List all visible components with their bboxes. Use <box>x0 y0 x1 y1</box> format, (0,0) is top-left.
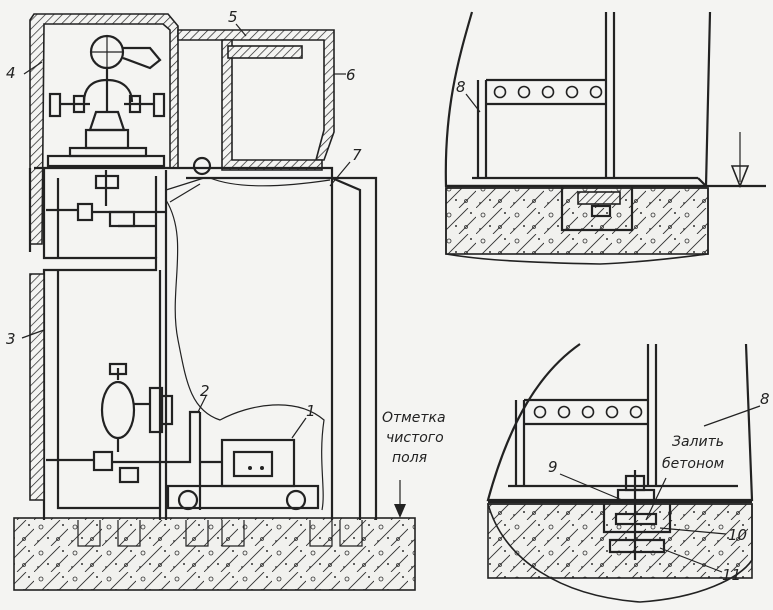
label-8-top: 8 <box>456 78 466 96</box>
concrete-fill-note: Залить бетоном <box>662 434 725 472</box>
label-3: 3 <box>6 330 16 348</box>
bolt-row-bottom <box>533 405 643 419</box>
top-valve-assembly <box>46 34 212 176</box>
label-7: 7 <box>352 146 362 164</box>
ground-level-note: Отметка чистого поля <box>382 410 446 466</box>
left-wall-panel <box>29 273 45 501</box>
label-6: 6 <box>346 66 356 84</box>
foundation-slab <box>13 517 416 591</box>
detail-top <box>444 11 766 265</box>
label-9: 9 <box>548 458 558 476</box>
label-10: 10 <box>728 526 747 544</box>
bolt-row-top <box>493 85 603 99</box>
label-5: 5 <box>228 8 238 26</box>
detail-bottom <box>486 343 761 603</box>
ground-note-line-2: чистого <box>386 430 444 446</box>
leader-lines <box>21 23 351 439</box>
ground-note-line-3: поля <box>392 450 427 466</box>
concrete-note-line-2: бетоном <box>662 456 725 472</box>
label-2: 2 <box>200 382 210 400</box>
callout-labels: 1 2 3 4 5 6 7 8 8 9 10 11 <box>6 8 770 584</box>
detail-top-slab <box>445 187 709 255</box>
lower-pump-assembly <box>46 362 320 511</box>
anchor-pockets <box>77 520 363 547</box>
ground-level-arrow <box>394 480 406 518</box>
label-1: 1 <box>306 402 316 420</box>
label-11: 11 <box>722 566 741 584</box>
concrete-note-line-1: Залить <box>672 434 724 450</box>
label-4: 4 <box>6 64 16 82</box>
middle-piping <box>46 170 205 228</box>
label-8-bottom: 8 <box>760 390 770 408</box>
upper-box-inner <box>221 39 323 171</box>
cabinet-elevation <box>13 13 416 591</box>
ground-note-line-1: Отметка <box>382 410 446 426</box>
upper-box-flange <box>227 45 303 59</box>
